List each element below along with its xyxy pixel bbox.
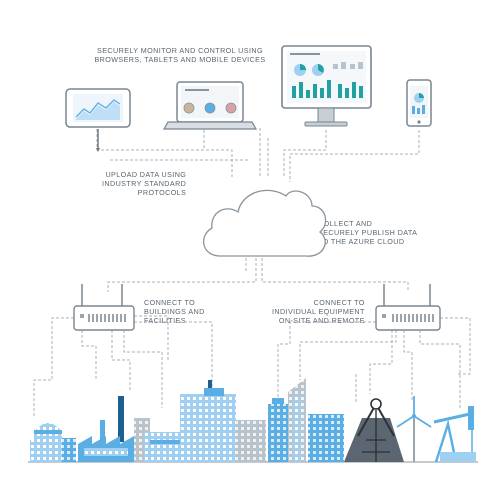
cloud-icon bbox=[202, 189, 327, 257]
factory-icon bbox=[78, 396, 134, 462]
upload-label-line-2: INDUSTRY STANDARD bbox=[102, 179, 187, 188]
desktop-monitor-icon bbox=[281, 45, 372, 127]
tablet-icon bbox=[65, 88, 131, 152]
office-building bbox=[288, 378, 306, 462]
oil-pump-icon bbox=[433, 406, 476, 463]
monitor-label-line-2: BROWSERS, TABLETS AND MOBILE DEVICES bbox=[94, 55, 266, 64]
smartphone-icon bbox=[406, 79, 432, 127]
city-skyline bbox=[28, 378, 478, 463]
laptop-icon bbox=[162, 81, 258, 130]
gateway-router-icon bbox=[375, 284, 441, 331]
gateway-router-icon bbox=[73, 284, 135, 331]
office-building bbox=[308, 414, 344, 462]
buildings-label-line-1: CONNECT TO bbox=[144, 298, 196, 307]
upload-label-line-3: PROTOCOLS bbox=[137, 188, 187, 197]
collect-label-line-2: SECURELY PUBLISH DATA bbox=[318, 228, 418, 237]
office-building bbox=[180, 380, 236, 462]
monitor-devices-label: SECURELY MONITOR AND CONTROL USING BROWS… bbox=[70, 46, 290, 64]
office-building bbox=[144, 432, 180, 462]
buildings-label-line-3: FACILITIES bbox=[144, 316, 186, 325]
upload-data-label: UPLOAD DATA USING INDUSTRY STANDARD PROT… bbox=[102, 170, 186, 197]
equipment-label-line-1: CONNECT TO bbox=[313, 298, 365, 307]
equipment-label-line-3: ON-SITE AND REMOTE bbox=[278, 316, 365, 325]
office-building bbox=[268, 398, 288, 462]
dashed-connections bbox=[33, 124, 471, 418]
upload-label-line-1: UPLOAD DATA USING bbox=[105, 170, 187, 179]
office-building bbox=[236, 420, 266, 462]
collect-label-line-1: COLLECT AND bbox=[318, 219, 373, 228]
collect-label-line-3: TO THE AZURE CLOUD bbox=[318, 237, 405, 246]
collect-publish-label: COLLECT AND SECURELY PUBLISH DATA TO THE… bbox=[318, 219, 417, 246]
connect-equipment-label: CONNECT TO INDIVIDUAL EQUIPMENT ON-SITE … bbox=[272, 298, 365, 325]
connect-buildings-label: CONNECT TO BUILDINGS AND FACILITIES bbox=[144, 298, 205, 325]
domed-building bbox=[30, 423, 76, 462]
buildings-label-line-2: BUILDINGS AND bbox=[144, 307, 205, 316]
wind-turbine-icon bbox=[396, 396, 432, 462]
monitor-label-line-1: SECURELY MONITOR AND CONTROL USING bbox=[97, 46, 263, 55]
equipment-label-line-2: INDIVIDUAL EQUIPMENT bbox=[272, 307, 365, 316]
mine-headframe-icon bbox=[344, 398, 404, 462]
